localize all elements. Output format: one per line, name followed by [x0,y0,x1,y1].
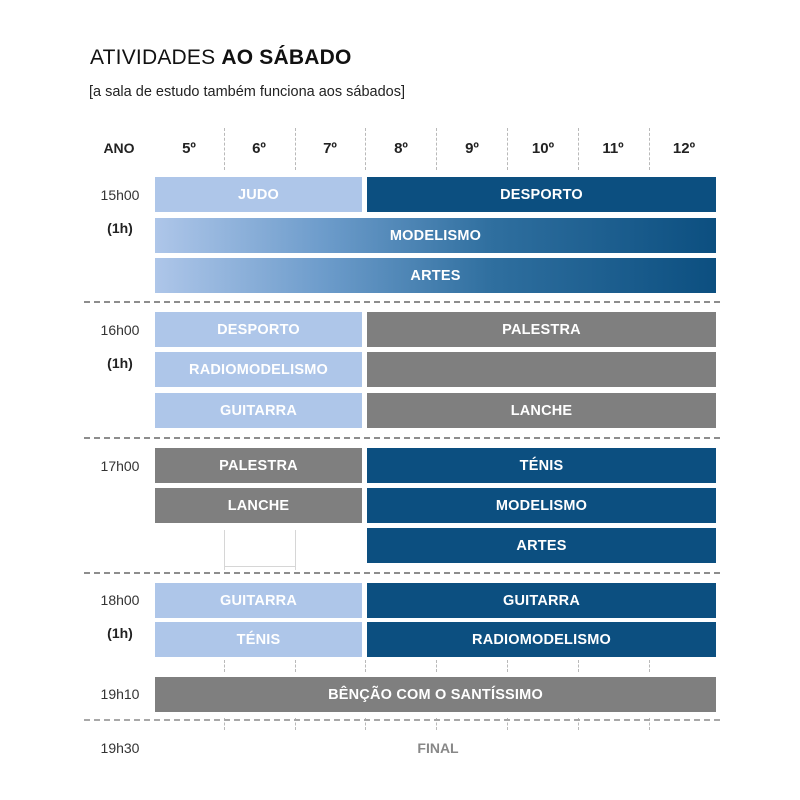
grade-header: 10º [531,140,555,157]
final-label: FINAL [417,740,459,756]
activity-bar: RADIOMODELISMO [367,622,716,657]
final-divider [84,719,720,721]
activity-bar: MODELISMO [155,218,716,253]
column-tick [507,718,508,730]
column-separator [649,128,650,170]
activity-bar: MODELISMO [367,488,716,523]
grade-header: 7º [323,140,337,157]
column-tick [649,660,650,672]
activity-bar: ARTES [155,258,716,293]
block-divider [84,437,720,439]
column-tick [578,718,579,730]
activity-bar: DESPORTO [155,312,362,347]
activity-bar: GUITARRA [155,583,362,618]
column-separator [295,128,296,170]
column-separator [507,128,508,170]
duration-label: (1h) [107,625,133,641]
activity-bar: TÉNIS [367,448,716,483]
end-time-label: 19h30 [100,740,140,756]
time-label: 15h00 [100,187,140,203]
activity-bar: LANCHE [367,393,716,428]
empty-cell-border [224,566,295,567]
activity-bar: TÉNIS [155,622,362,657]
activity-bar: ARTES [367,528,716,563]
page-title: ATIVIDADES AO SÁBADO [90,46,351,70]
time-label: 16h00 [100,322,140,338]
duration-label: (1h) [107,355,133,371]
column-tick [224,718,225,730]
column-tick [649,718,650,730]
activity-bar: DESPORTO [367,177,716,212]
column-tick [295,660,296,672]
block-divider [84,572,720,574]
grade-header: 11º [602,140,624,157]
column-separator [436,128,437,170]
column-tick [578,660,579,672]
column-separator [224,128,225,170]
time-label: 19h10 [100,686,140,702]
year-header: ANO [103,140,135,156]
column-tick [365,660,366,672]
time-label: 18h00 [100,592,140,608]
column-separator [578,128,579,170]
duration-label: (1h) [107,220,133,236]
column-tick [224,660,225,672]
column-tick [365,718,366,730]
column-tick [436,718,437,730]
activity-bar: BÊNÇÃO COM O SANTÍSSIMO [155,677,716,712]
column-separator [295,530,296,570]
column-tick [507,660,508,672]
activity-bar: JUDO [155,177,362,212]
page-subtitle: [a sala de estudo também funciona aos sá… [89,84,405,100]
title-normal: ATIVIDADES [90,46,222,69]
activity-bar: RADIOMODELISMO [155,352,362,387]
activity-bar: PALESTRA [367,312,716,347]
title-bold: AO SÁBADO [221,46,352,69]
activity-bar [367,352,716,387]
column-separator [365,128,366,170]
column-separator [224,530,225,570]
column-tick [436,660,437,672]
activity-bar: GUITARRA [367,583,716,618]
column-tick [295,718,296,730]
block-divider [84,301,720,303]
grade-header: 9º [465,140,479,157]
activity-bar: LANCHE [155,488,362,523]
time-label: 17h00 [100,458,140,474]
activity-bar: GUITARRA [155,393,362,428]
activity-bar: PALESTRA [155,448,362,483]
grade-header: 8º [394,140,408,157]
grade-header: 6º [252,140,266,157]
grade-header: 5º [182,140,196,157]
grade-header: 12º [672,140,696,157]
